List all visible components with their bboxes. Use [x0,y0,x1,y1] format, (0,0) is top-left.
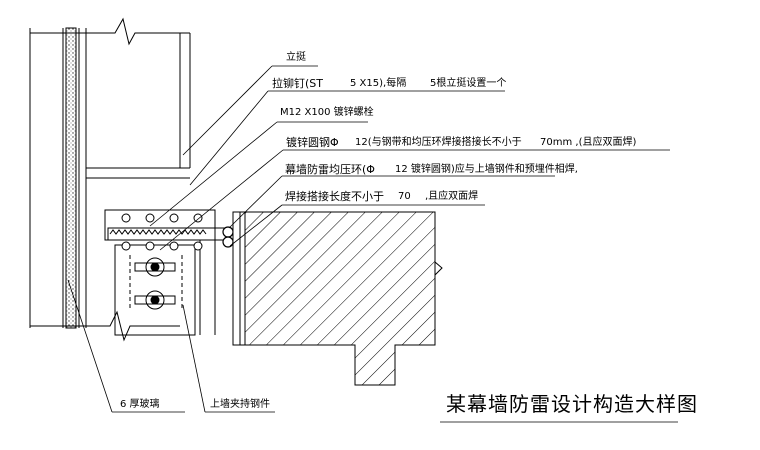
callout-clamp: 上墙夹持钢件 [210,399,270,410]
callout-rivet: 拉铆钉(ST [272,77,323,90]
callout-weld: 焊接搭接长度不小于 [285,190,384,203]
callout-weld-length: 70 [398,191,411,202]
callout-rivet-spacing: 5根立挺设置一个 [430,78,507,89]
steel-bar-sections [222,226,234,248]
bolt-lower [134,290,176,310]
callout-weld-note: ,且应双面焊 [425,191,479,202]
upper-slab [30,17,191,179]
callout-ring-spec: 12 镀锌圆钢)应与上墙钢件和预埋件相焊, [395,164,578,175]
callout-steel-bar-length: 70mm ,(且应双面焊) [540,137,637,148]
callout-ring: 幕墙防雷均压环(Φ [285,163,375,176]
glass-panel [29,27,87,329]
bolt-upper [134,257,176,277]
callout-rivet-size: 5 X15),每隔 [350,78,407,89]
leader-lines [67,65,678,423]
callout-riser: 立挺 [286,52,306,63]
concrete-beam [232,211,443,386]
callout-bolt: M12 X100 镀锌螺栓 [280,107,374,118]
callout-steel-bar: 镀锌圆钢Φ [286,136,339,149]
lower-slab-break [30,310,180,342]
drawing-title: 某幕墙防雷设计构造大样图 [446,392,698,416]
riser-holes [121,213,203,251]
callout-glass: 6 厚玻璃 [120,399,160,410]
clamp-plate [104,209,216,336]
riser-profile [107,227,229,241]
callout-steel-bar-spec: 12(与钢带和均压环焊接搭接长不小于 [355,137,522,148]
